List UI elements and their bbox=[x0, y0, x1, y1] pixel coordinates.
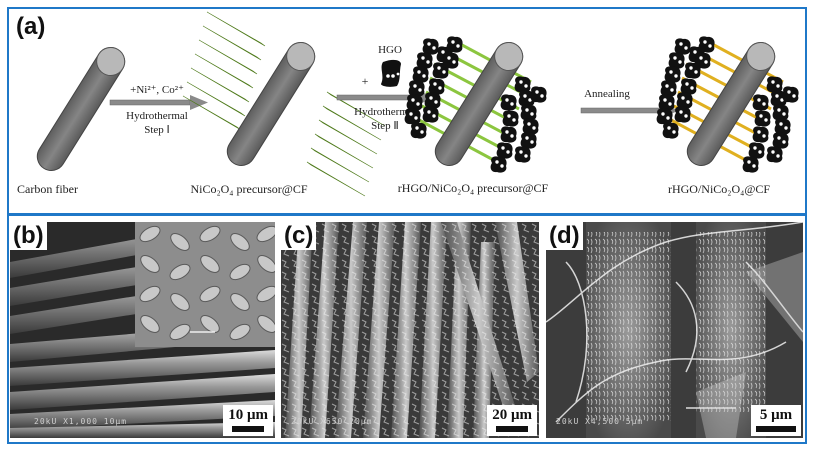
sem-nanosheets-graphene bbox=[546, 222, 803, 438]
arrow-step-1: +Ni²⁺, Co²⁺ Hydrothermal Step Ⅰ bbox=[109, 84, 208, 136]
panel-b-scale-label: 10 μm bbox=[228, 407, 268, 423]
panel-a-label: (a) bbox=[13, 13, 49, 41]
arrow-2-bottom-line2: Step Ⅱ bbox=[371, 120, 399, 132]
arrow-1-bottom-line2: Step Ⅰ bbox=[144, 124, 170, 136]
panel-c-label: (c) bbox=[281, 222, 317, 250]
arrow-2-bottom-line1: Hydrothermal bbox=[354, 106, 416, 118]
hgo-sheet-icon bbox=[381, 59, 401, 87]
scale-bar-line bbox=[496, 426, 529, 432]
arrow-1-bottom-line1: Hydrothermal bbox=[126, 110, 188, 122]
panel-d-sem-image: (d) 20kU X4,500 5μm 5 μm bbox=[546, 222, 803, 438]
caption-rhgo-nico2o4: rHGO/NiCo₂O₄@CF bbox=[668, 182, 770, 196]
figure-frame bbox=[7, 7, 807, 444]
panel-b-sem-metadata: 20kU X1,000 10μm bbox=[34, 417, 128, 426]
arrow-3-top: Annealing bbox=[584, 88, 630, 100]
panel-a: (a) bbox=[9, 9, 805, 213]
panel-d-label: (d) bbox=[546, 222, 583, 250]
panel-c-sem-metadata: 20kU X650 20μm bbox=[291, 417, 373, 426]
arrow-step-2: + HGO Hydrothermal Step Ⅱ bbox=[336, 44, 435, 132]
rhgo-nico2o4-fiber-graphic bbox=[656, 36, 799, 173]
precursor-fiber-graphic bbox=[182, 11, 386, 197]
caption-precursor: NiCo₂O₄ precursor@CF bbox=[190, 182, 307, 196]
panel-c-scale-label: 20 μm bbox=[492, 407, 532, 423]
caption-carbon-fiber: Carbon fiber bbox=[17, 182, 78, 196]
panel-b-label: (b) bbox=[10, 222, 47, 250]
synthesis-schematic: +Ni²⁺, Co²⁺ Hydrothermal Step Ⅰ + bbox=[17, 11, 799, 197]
arrow-2-plus: + bbox=[362, 74, 369, 88]
panel-c-scale-bar: 20 μm bbox=[487, 405, 537, 436]
caption-rhgo-precursor: rHGO/NiCo₂O₄ precursor@CF bbox=[398, 181, 549, 195]
panel-divider bbox=[7, 213, 807, 216]
panel-d-scale-label: 5 μm bbox=[759, 407, 793, 423]
panel-c-sem-image: (c) 20kU X650 20μm 20 μm bbox=[281, 222, 539, 438]
scale-bar-line bbox=[756, 426, 796, 432]
arrow-1-top: +Ni²⁺, Co²⁺ bbox=[130, 84, 184, 96]
panel-b-sem-image: (b) 20kU X1,000 10μm 10 μm bbox=[10, 222, 275, 438]
panel-d-scale-bar: 5 μm bbox=[751, 405, 801, 436]
carbon-fiber-graphic bbox=[31, 41, 131, 177]
panel-d-sem-metadata: 20kU X4,500 5μm bbox=[556, 417, 644, 426]
arrow-2-top: HGO bbox=[378, 44, 402, 56]
panel-b-inset-woven-fabric bbox=[135, 222, 275, 347]
panel-b-scale-bar: 10 μm bbox=[223, 405, 273, 436]
rhgo-precursor-fiber-graphic bbox=[404, 36, 547, 173]
sem-fibers-coated bbox=[281, 222, 539, 438]
scale-bar-line bbox=[232, 426, 265, 432]
